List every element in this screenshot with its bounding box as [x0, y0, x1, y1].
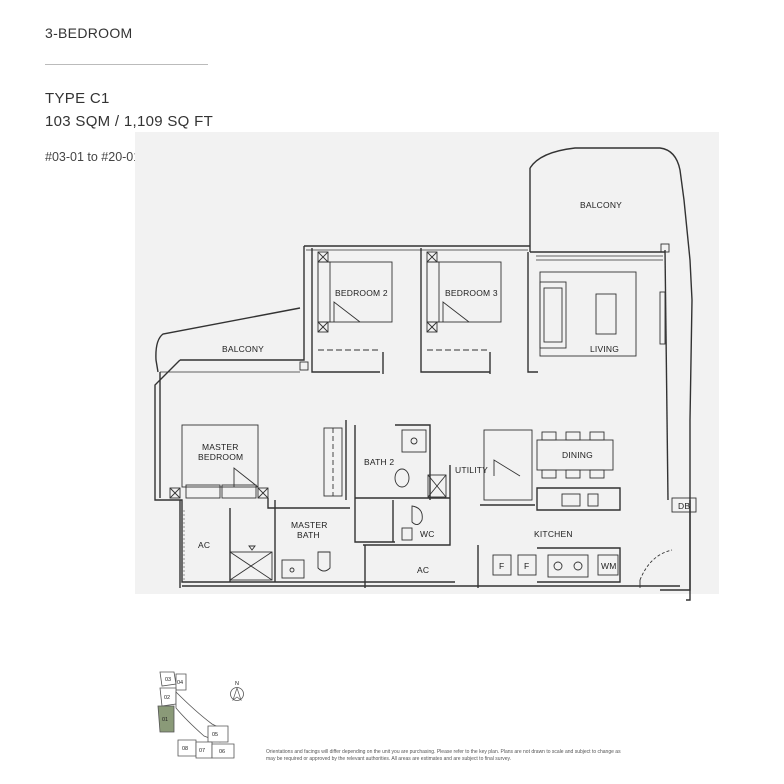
key-block-03: 03: [165, 677, 171, 683]
label-bath-2: BATH 2: [364, 457, 394, 467]
key-plan: 03 04 02 01 05 08 07 06 N: [157, 671, 244, 759]
key-block-08: 08: [182, 746, 188, 752]
label-ac-bottom: AC: [417, 565, 429, 575]
label-balcony-left: BALCONY: [222, 344, 264, 354]
label-master-bedroom-2: BEDROOM: [198, 452, 243, 462]
key-block-02: 02: [164, 695, 170, 701]
label-master-bath-2: BATH: [297, 530, 320, 540]
label-bedroom-3: BEDROOM 3: [445, 288, 498, 298]
key-block-05: 05: [212, 732, 218, 738]
label-fridge-2: F: [524, 561, 529, 571]
unit-range: #03-01 to #20-01: [45, 150, 141, 164]
label-kitchen: KITCHEN: [534, 529, 573, 539]
key-block-06: 06: [219, 749, 225, 755]
disclaimer-text: Orientations and facings will differ dep…: [266, 749, 621, 762]
north-label: N: [235, 681, 239, 687]
key-block-07: 07: [199, 748, 205, 754]
label-wm: WM: [601, 561, 617, 571]
unit-type-title: TYPE C1: [45, 90, 110, 107]
label-ac-left: AC: [198, 540, 210, 550]
walls: [154, 147, 693, 601]
label-wc: WC: [420, 529, 435, 539]
label-master-bedroom-1: MASTER: [202, 442, 239, 452]
key-block-04: 04: [177, 680, 183, 686]
label-dining: DINING: [562, 450, 593, 460]
label-living: LIVING: [590, 344, 619, 354]
key-block-01: 01: [162, 717, 168, 723]
north-arrow-icon: N: [230, 681, 244, 701]
label-balcony-right: BALCONY: [580, 200, 622, 210]
label-master-bath-1: MASTER: [291, 520, 328, 530]
plan-background: [135, 132, 719, 594]
unit-category: 3-BEDROOM: [45, 25, 133, 41]
label-db: DB: [678, 501, 690, 511]
key-plan-highlight: [157, 705, 175, 733]
label-bedroom-2: BEDROOM 2: [335, 288, 388, 298]
unit-area: 103 SQM / 1,109 SQ FT: [45, 113, 214, 130]
label-fridge-1: F: [499, 561, 504, 571]
label-utility: UTILITY: [455, 465, 488, 475]
divider: [45, 64, 208, 65]
